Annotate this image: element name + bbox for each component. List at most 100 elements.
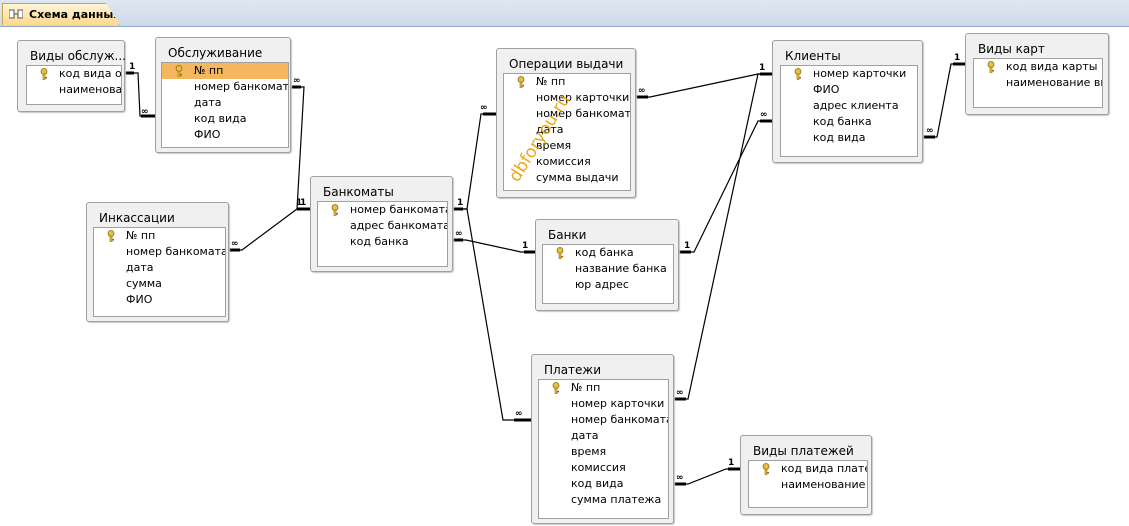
field-row[interactable]: код вида (539, 476, 668, 492)
field-row[interactable]: ФИО (162, 127, 288, 143)
field-list[interactable]: № пп номер банкомата дата код вида ФИО (161, 62, 289, 148)
field-row[interactable]: номер банкомата (162, 79, 288, 95)
field-row[interactable]: код вида карты (974, 59, 1102, 75)
field-name: дата (194, 96, 222, 109)
field-list[interactable]: № пп номер карточки номер банкомата дата… (503, 73, 631, 191)
field-name: № пп (194, 64, 224, 77)
cardinality-many: ∞ (515, 409, 523, 419)
field-row[interactable]: номер карточки (504, 90, 630, 106)
field-name: номер банкомата (126, 245, 226, 258)
field-list[interactable]: № пп номер карточки номер банкомата дата… (538, 379, 669, 519)
table-vidy-platezhey[interactable]: Виды платежей код вида платежа наименова… (740, 435, 872, 515)
field-name: код вида платежа (781, 462, 867, 475)
field-list[interactable]: код вида карты наименование вида (973, 58, 1103, 108)
field-name: наименование вида (1006, 76, 1102, 89)
field-row[interactable]: номер карточки (539, 396, 668, 412)
field-name: код банка (350, 235, 409, 248)
field-row[interactable]: номер банкомата (318, 202, 447, 218)
relation-line (453, 208, 531, 421)
field-row[interactable]: код вида (162, 111, 288, 127)
tab-schema[interactable]: Схема данных (2, 3, 120, 25)
table-bankomaty[interactable]: Банкоматы номер банкомата адрес банкомат… (310, 176, 453, 272)
field-row[interactable]: сумма платежа (539, 492, 668, 508)
table-title: Обслуживание (168, 46, 263, 60)
field-row[interactable]: ФИО (94, 292, 225, 308)
field-row[interactable]: комиссия (504, 154, 630, 170)
field-row[interactable]: время (504, 138, 630, 154)
field-row[interactable]: № пп (539, 380, 668, 396)
field-list[interactable]: код банка название банка юр адрес (542, 244, 674, 304)
field-row[interactable]: код вида обслуж (27, 66, 121, 82)
field-row[interactable]: наименование вида (974, 75, 1102, 91)
field-row[interactable]: № пп (94, 228, 225, 244)
relation-line (679, 120, 772, 253)
field-row[interactable]: адрес клиента (781, 98, 917, 114)
field-name: ФИО (194, 128, 221, 141)
field-name: код вида (194, 112, 247, 125)
table-klienty[interactable]: Клиенты номер карточки ФИО адрес клиента… (772, 40, 923, 163)
relation-line (635, 73, 772, 98)
field-list[interactable]: номер карточки ФИО адрес клиента код бан… (780, 65, 918, 157)
tab-label: Схема данных (29, 8, 121, 21)
table-platezhi[interactable]: Платежи № пп номер карточки номер банком… (531, 354, 674, 524)
field-name: № пп (536, 75, 566, 88)
field-row[interactable]: комиссия (539, 460, 668, 476)
field-row[interactable]: ФИО (781, 82, 917, 98)
cardinality-many: ∞ (676, 473, 684, 483)
field-row-selected[interactable]: № пп (162, 63, 288, 79)
field-row[interactable]: код банка (781, 114, 917, 130)
field-row[interactable]: наименование (27, 82, 121, 98)
field-name: код банка (575, 246, 634, 259)
field-name: адрес банкомата (350, 219, 448, 232)
field-row[interactable]: наименование вида (749, 477, 867, 493)
cardinality-one: 1 (759, 63, 766, 73)
field-row[interactable]: № пп (504, 74, 630, 90)
cardinality-one: 1 (457, 198, 464, 208)
primary-key-icon (556, 247, 564, 259)
table-banki[interactable]: Банки код банка название банка юр адрес (535, 219, 679, 311)
table-inkassatsii[interactable]: Инкассации № пп номер банкомата дата сум… (86, 202, 229, 322)
field-row[interactable]: код банка (318, 234, 447, 250)
field-row[interactable]: номер банкомата (539, 412, 668, 428)
field-name: номер банкомата (194, 80, 289, 93)
field-name: код вида обслуж (59, 67, 122, 80)
field-row[interactable]: номер банкомата (504, 106, 630, 122)
field-row[interactable]: сумма выдачи (504, 170, 630, 186)
relation-line (291, 86, 310, 210)
field-row[interactable]: код вида платежа (749, 461, 867, 477)
field-row[interactable]: номер карточки (781, 66, 917, 82)
field-row[interactable]: номер банкомата (94, 244, 225, 260)
field-row[interactable]: код вида (781, 130, 917, 146)
field-name: наименование вида (781, 478, 867, 491)
cardinality-one: 1 (129, 62, 136, 72)
field-row[interactable]: дата (539, 428, 668, 444)
field-row[interactable]: адрес банкомата (318, 218, 447, 234)
field-row[interactable]: юр адрес (543, 277, 673, 293)
field-list[interactable]: номер банкомата адрес банкомата код банк… (317, 201, 448, 267)
field-name: код вида карты (1006, 60, 1098, 73)
field-row[interactable]: дата (162, 95, 288, 111)
table-obsluzhivanie[interactable]: Обслуживание № пп номер банкомата дата к… (155, 37, 291, 153)
field-row[interactable]: код банка (543, 245, 673, 261)
table-operatsii-vydachi[interactable]: Операции выдачи № пп номер карточки номе… (496, 48, 636, 198)
cardinality-one: 1 (300, 198, 307, 208)
field-name: ФИО (813, 83, 840, 96)
field-row[interactable]: время (539, 444, 668, 460)
field-name: номер карточки (571, 397, 665, 410)
table-vidy-obsluzhivaniya[interactable]: Виды обслуж... код вида обслуж наименова… (17, 40, 126, 112)
field-row[interactable]: дата (94, 260, 225, 276)
field-list[interactable]: код вида платежа наименование вида (748, 460, 868, 508)
relation-line (453, 113, 496, 210)
field-list[interactable]: код вида обслуж наименование (26, 65, 122, 105)
field-name: код банка (813, 115, 872, 128)
table-title: Виды карт (978, 42, 1045, 56)
field-row[interactable]: дата (504, 122, 630, 138)
cardinality-many: ∞ (293, 76, 301, 86)
field-row[interactable]: сумма (94, 276, 225, 292)
field-name: номер банкомата (350, 203, 448, 216)
field-list[interactable]: № пп номер банкомата дата сумма ФИО (93, 227, 226, 317)
primary-key-icon (107, 230, 115, 242)
field-row[interactable]: название банка (543, 261, 673, 277)
field-name: время (571, 445, 607, 458)
table-vidy-kart[interactable]: Виды карт код вида карты наименование ви… (965, 33, 1109, 115)
